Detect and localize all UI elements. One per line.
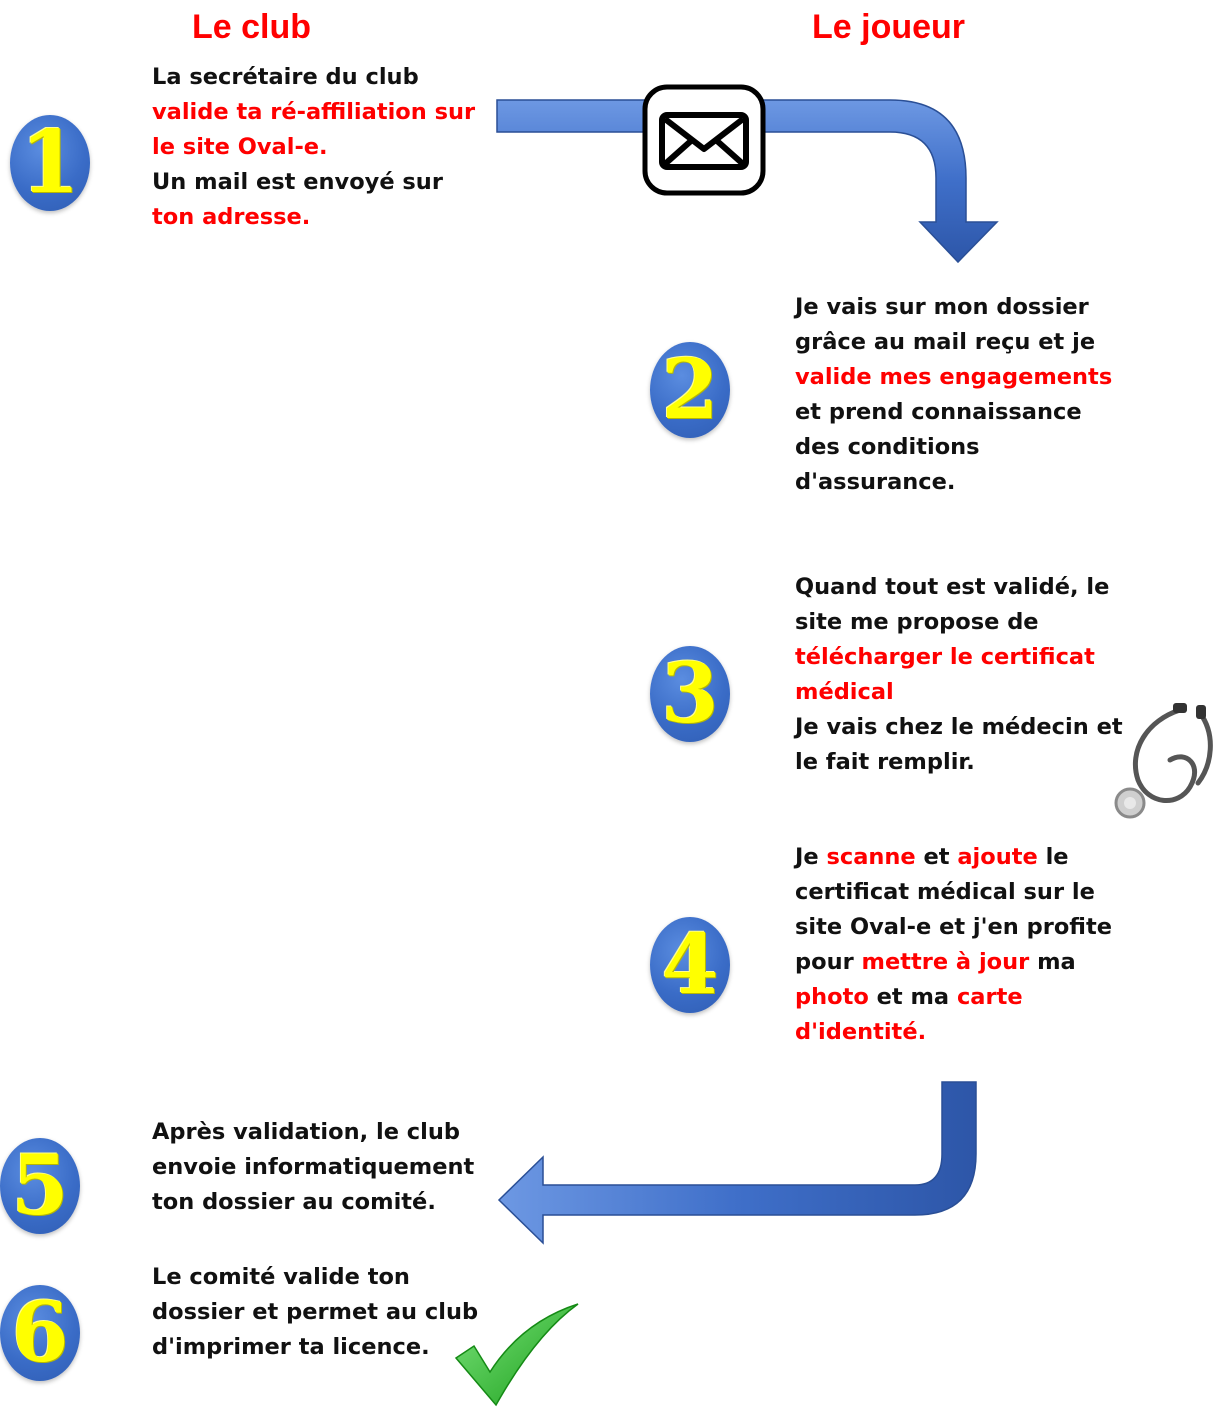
step-line: dossier et permet au club [152, 1295, 478, 1330]
body-text: dossier et permet au club [152, 1299, 479, 1325]
highlight-text: photo [795, 984, 869, 1010]
step-line: médical [795, 675, 1123, 710]
highlight-text: télécharger le certificat [795, 644, 1095, 670]
step-number-2: 2 [650, 342, 730, 438]
highlight-text: d'identité. [795, 1019, 927, 1045]
body-text: le [1037, 844, 1069, 870]
step-line: certificat médical sur le [795, 875, 1112, 910]
body-text: La secrétaire du club [152, 64, 419, 90]
step-line: Après validation, le club [152, 1115, 474, 1150]
step-line: Quand tout est validé, le [795, 570, 1123, 605]
step-line: Je vais chez le médecin et [795, 710, 1123, 745]
body-text: Un mail est envoyé sur [152, 169, 443, 195]
step-number-1: 1 [10, 115, 90, 211]
body-text: et [915, 844, 958, 870]
step-text-1: La secrétaire du club valide ta ré-affili… [152, 60, 475, 235]
body-text: Je vais sur mon dossier [795, 294, 1089, 320]
body-text: Le comité valide ton [152, 1264, 410, 1290]
step-line: Je scanne et ajoute le [795, 840, 1112, 875]
step-line: d'imprimer ta licence. [152, 1330, 478, 1365]
step-line: pour mettre à jour ma [795, 945, 1112, 980]
step-line: le fait remplir. [795, 745, 1123, 780]
checkmark-icon [454, 1303, 579, 1407]
body-text: Je vais chez le médecin et [795, 714, 1123, 740]
header-club: Le club [192, 8, 312, 46]
step-number-4: 4 [650, 917, 730, 1013]
step-line: Un mail est envoyé sur [152, 165, 475, 200]
body-text: et prend connaissance [795, 399, 1082, 425]
body-text: envoie informatiquement [152, 1154, 475, 1180]
highlight-text: carte [956, 984, 1023, 1010]
body-text: ton dossier au comité. [152, 1189, 436, 1215]
header-joueur: Le joueur [812, 8, 966, 46]
step-line: le site Oval-e. [152, 130, 475, 165]
stethoscope-icon [1114, 703, 1213, 819]
highlight-text: mettre à jour [861, 949, 1030, 975]
body-text: pour [795, 949, 862, 975]
step-line: ton adresse. [152, 200, 475, 235]
step-line: photo et ma carte [795, 980, 1112, 1015]
step-line: télécharger le certificat [795, 640, 1123, 675]
highlight-text: ajoute [957, 844, 1038, 870]
step-line: La secrétaire du club [152, 60, 475, 95]
step-line: d'identité. [795, 1015, 1112, 1050]
highlight-text: médical [795, 679, 894, 705]
step-line: Je vais sur mon dossier [795, 290, 1112, 325]
step-text-2: Je vais sur mon dossier grâce au mail reç… [795, 290, 1112, 500]
step-text-5: Après validation, le club envoie informat… [152, 1115, 474, 1220]
body-text: d'imprimer ta licence. [152, 1334, 430, 1360]
step-line: site Oval-e et j'en profite [795, 910, 1112, 945]
body-text: certificat médical sur le [795, 879, 1095, 905]
step-number-5: 5 [0, 1138, 80, 1234]
highlight-text: ton adresse. [152, 204, 311, 230]
highlight-text: scanne [826, 844, 916, 870]
highlight-text: valide mes engagements [795, 364, 1113, 390]
step-number-3: 3 [650, 646, 730, 742]
body-text: site Oval-e et j'en profite [795, 914, 1112, 940]
step-line: et prend connaissance [795, 395, 1112, 430]
step-line: envoie informatiquement [152, 1150, 474, 1185]
body-text: Quand tout est validé, le [795, 574, 1110, 600]
body-text: grâce au mail reçu et je [795, 329, 1096, 355]
step-text-6: Le comité valide ton dossier et permet au… [152, 1260, 478, 1365]
body-text: Après validation, le club [152, 1119, 460, 1145]
body-text: Je [795, 844, 827, 870]
highlight-text: le site Oval-e. [152, 134, 328, 160]
body-text: d'assurance. [795, 469, 956, 495]
step-line: valide ta ré-affiliation sur [152, 95, 475, 130]
body-text: et ma [868, 984, 957, 1010]
body-text: ma [1029, 949, 1076, 975]
step-line: grâce au mail reçu et je [795, 325, 1112, 360]
envelope-icon [642, 84, 766, 196]
body-text: le fait remplir. [795, 749, 975, 775]
step-line: valide mes engagements [795, 360, 1112, 395]
step-text-3: Quand tout est validé, le site me propose… [795, 570, 1123, 780]
body-text: site me propose de [795, 609, 1039, 635]
step-line: site me propose de [795, 605, 1123, 640]
step-line: ton dossier au comité. [152, 1185, 474, 1220]
step-number-6: 6 [0, 1285, 80, 1381]
step-line: des conditions [795, 430, 1112, 465]
step-line: Le comité valide ton [152, 1260, 478, 1295]
highlight-text: valide ta ré-affiliation sur [152, 99, 476, 125]
body-text: des conditions [795, 434, 980, 460]
step-text-4: Je scanne et ajoute le certificat médical… [795, 840, 1112, 1050]
step-line: d'assurance. [795, 465, 1112, 500]
